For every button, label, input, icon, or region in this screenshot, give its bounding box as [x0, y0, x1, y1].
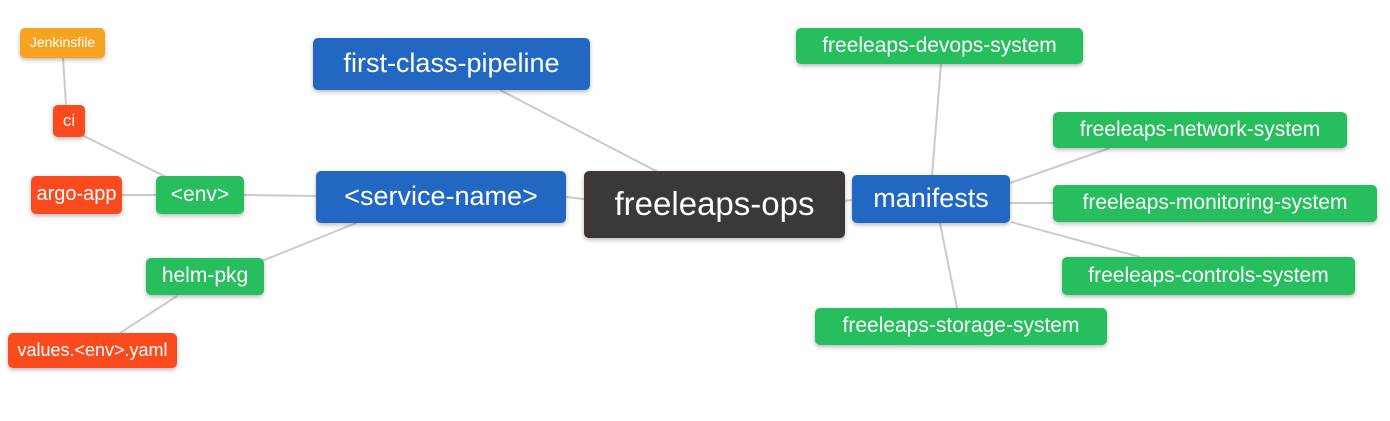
node-label: helm-pkg [161, 264, 249, 287]
edge-manifests-to-freeleaps-controls-system [1010, 221, 1141, 258]
node-label: Jenkinsfile [29, 34, 96, 50]
node-label: freeleaps-ops [614, 185, 815, 222]
node-freeleaps-network-system[interactable]: freeleaps-network-system [1053, 112, 1347, 148]
edge-helm-pkg-to-service-name [261, 222, 357, 262]
node-label: freeleaps-storage-system [842, 314, 1080, 337]
node-env[interactable]: <env> [156, 176, 244, 214]
node-freeleaps-devops-system[interactable]: freeleaps-devops-system [796, 28, 1083, 64]
node-manifests[interactable]: manifests [852, 175, 1010, 223]
edge-manifests-to-freeleaps-network-system [1009, 147, 1111, 184]
node-label: ci [62, 110, 76, 130]
node-argo-app[interactable]: argo-app [31, 176, 122, 214]
node-ci[interactable]: ci [53, 105, 85, 137]
node-label: freeleaps-devops-system [822, 33, 1057, 57]
edge-manifests-to-freeleaps-devops-system [931, 63, 942, 176]
edge-freeleaps-ops-to-manifests [844, 199, 853, 202]
node-jenkinsfile[interactable]: Jenkinsfile [20, 28, 105, 58]
node-label: manifests [873, 182, 989, 213]
node-label: <env> [170, 182, 230, 206]
edge-env-to-service-name [243, 194, 317, 197]
node-service-name[interactable]: <service-name> [316, 171, 566, 223]
node-helm-pkg[interactable]: helm-pkg [146, 258, 264, 295]
node-label: freeleaps-controls-system [1088, 263, 1329, 287]
node-label: freeleaps-monitoring-system [1082, 191, 1348, 214]
node-label: first-class-pipeline [343, 47, 560, 78]
edge-manifests-to-freeleaps-storage-system [939, 222, 958, 309]
node-freeleaps-ops[interactable]: freeleaps-ops [584, 171, 845, 238]
edge-service-name-to-freeleaps-ops [565, 196, 585, 200]
node-freeleaps-monitoring-system[interactable]: freeleaps-monitoring-system [1053, 185, 1377, 222]
node-label: argo-app [36, 183, 117, 205]
edge-first-class-pipeline-to-freeleaps-ops [499, 89, 659, 173]
edge-values-env-yaml-to-helm-pkg [119, 295, 178, 334]
node-freeleaps-controls-system[interactable]: freeleaps-controls-system [1062, 257, 1355, 295]
node-label: <service-name> [344, 180, 538, 211]
edge-ci-to-env [81, 134, 171, 180]
edge-jenkinsfile-to-ci [62, 57, 67, 106]
node-first-class-pipeline[interactable]: first-class-pipeline [313, 38, 590, 90]
node-label: freeleaps-network-system [1079, 117, 1321, 141]
node-freeleaps-storage-system[interactable]: freeleaps-storage-system [815, 308, 1107, 345]
node-label: values.<env>.yaml [17, 339, 168, 360]
node-values-env-yaml[interactable]: values.<env>.yaml [8, 333, 177, 368]
